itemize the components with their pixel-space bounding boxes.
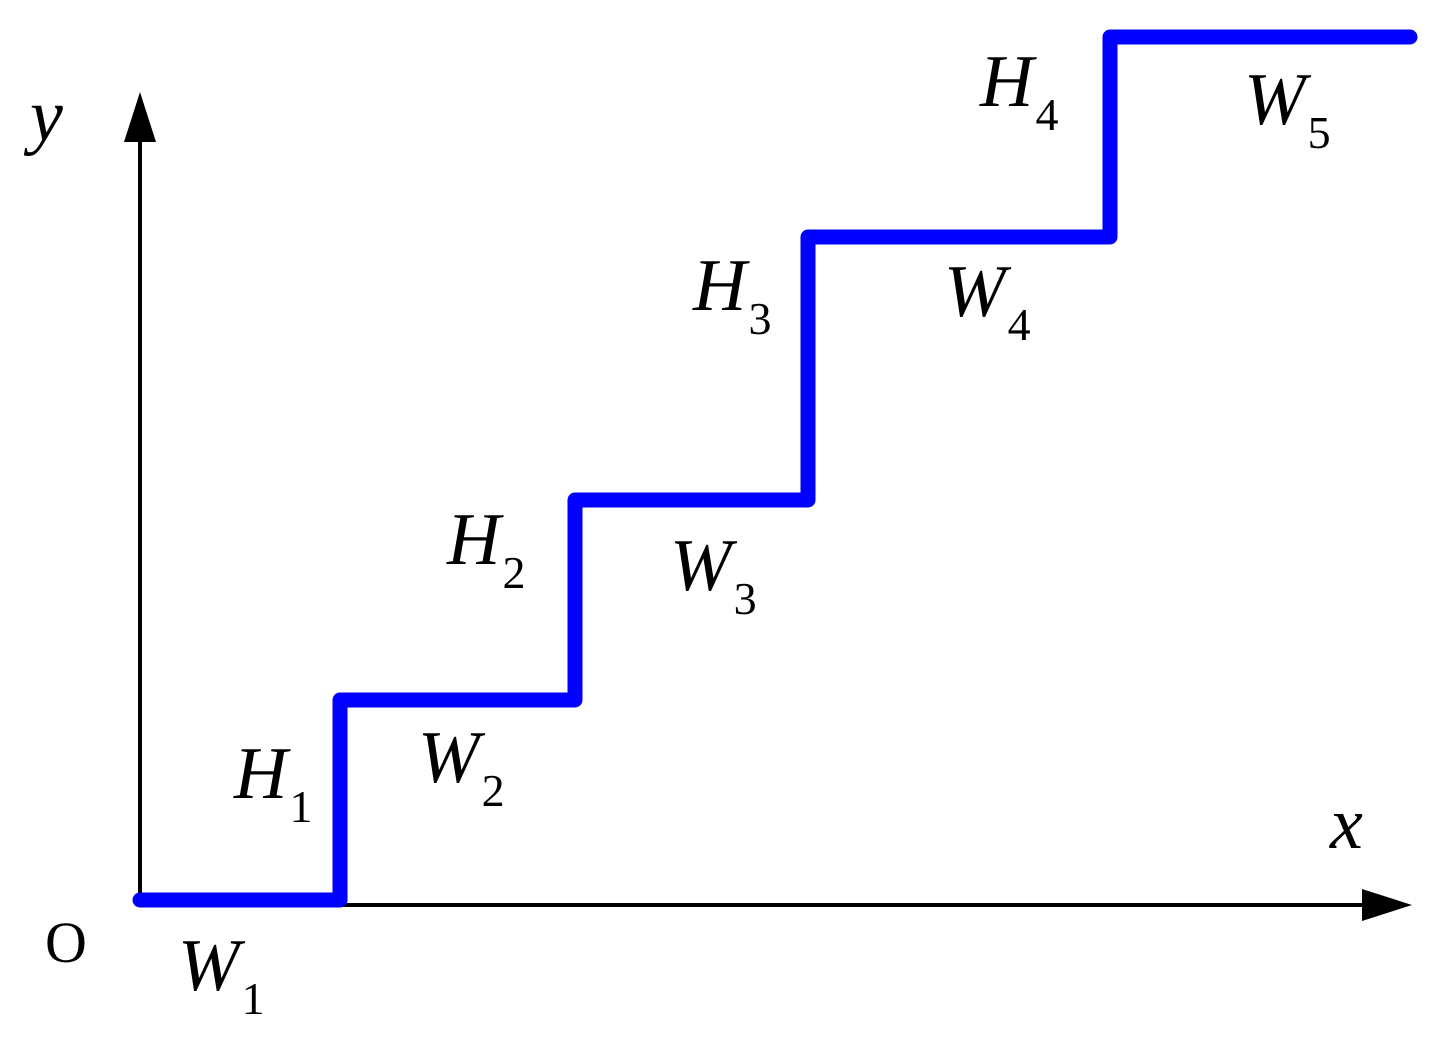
label-w1: W1 [178,925,265,1024]
label-h4-main: H [979,41,1037,123]
y-axis-arrow-icon [124,92,156,142]
label-h2: H2 [446,499,525,598]
label-h3-sub: 3 [748,293,771,344]
label-w4: W4 [944,251,1031,350]
label-w2: W2 [418,717,505,816]
label-h2-main: H [446,499,504,581]
label-w4-sub: 4 [1008,299,1031,350]
label-w5: W5 [1244,59,1331,158]
staircase-profile [132,29,1418,908]
label-w5-main: W [1244,59,1312,141]
label-h1-main: H [233,733,291,815]
label-w1-sub: 1 [242,973,265,1024]
label-w3-main: W [670,525,738,607]
label-h1: H1 [233,733,312,832]
label-w5-sub: 5 [1308,107,1331,158]
y-axis-label: y [23,75,63,157]
origin-label: O [45,910,87,975]
x-axis-label: x [1329,783,1363,865]
x-axis-arrow-icon [1362,889,1412,921]
label-h4: H4 [979,41,1058,140]
label-w3-sub: 3 [734,573,757,624]
label-w3: W3 [670,525,757,624]
label-h2-sub: 2 [502,547,525,598]
label-h4-sub: 4 [1035,89,1058,140]
label-w2-main: W [418,717,486,799]
label-w1-main: W [178,925,246,1007]
label-w4-main: W [944,251,1012,333]
label-w2-sub: 2 [482,765,505,816]
label-h3-main: H [692,245,750,327]
label-h1-sub: 1 [289,781,312,832]
label-h3: H3 [692,245,771,344]
